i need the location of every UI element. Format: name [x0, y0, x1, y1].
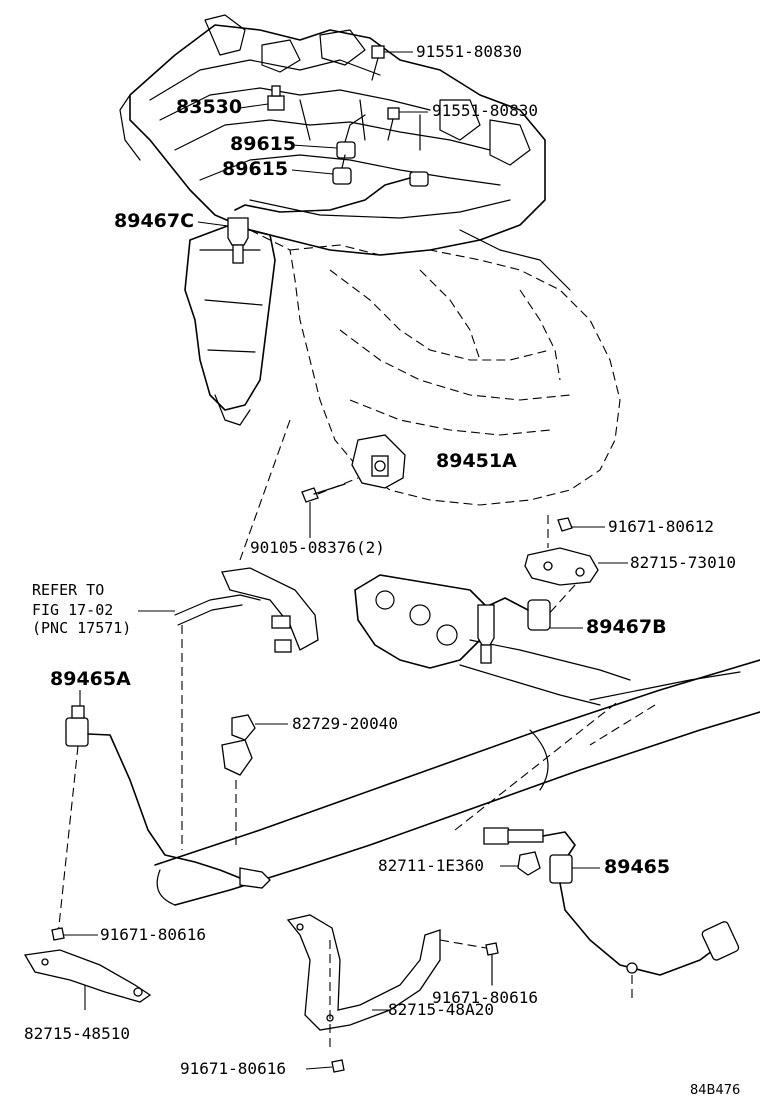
label-82729-20040: 82729-20040 — [292, 714, 398, 733]
label-90105-08376: 90105-08376(2) — [250, 538, 385, 557]
label-91671-80612: 91671-80612 — [608, 517, 714, 536]
label-82715-73010: 82715-73010 — [630, 553, 736, 572]
transaxle-drawing — [249, 229, 621, 506]
label-91671-80616-c: 91671-80616 — [180, 1059, 286, 1078]
bolt-91551-top — [371, 45, 385, 81]
label-91551-80830-mid: 91551-80830 — [432, 101, 538, 120]
leader-89467c — [197, 221, 229, 227]
label-89615-a: 89615 — [230, 133, 297, 155]
label-82715-48a20: 82715-48A20 — [388, 1000, 494, 1019]
clamp-82729 — [221, 714, 256, 776]
label-89465a: 89465A — [50, 668, 131, 690]
bracket-82715-48510 — [23, 949, 152, 1003]
label-89615-b: 89615 — [222, 158, 289, 180]
guide-91671-80616-b — [439, 939, 487, 949]
label-82711-1e360: 82711-1E360 — [378, 856, 484, 875]
refer-line-2: FIG 17-02 — [32, 601, 114, 619]
guide-cat-right — [589, 704, 656, 746]
guide-82715-73010 — [544, 584, 576, 619]
label-89465: 89465 — [604, 856, 671, 878]
label-91671-80616-a: 91671-80616 — [100, 925, 206, 944]
leader-83530 — [239, 103, 269, 109]
knock-sensor-89615-b — [332, 154, 352, 185]
label-89467c: 89467C — [114, 210, 195, 232]
engine-block-drawing — [119, 14, 571, 291]
guide-89465a — [57, 745, 79, 936]
oxygen-sensor-89465a — [65, 705, 271, 889]
leader-89615-a — [291, 144, 338, 149]
bolt-91551-mid — [387, 107, 400, 141]
bolt-91671-80616-c — [331, 1059, 345, 1073]
oil-pressure-switch-83530 — [267, 85, 285, 111]
air-fuel-sensor-89467b — [477, 597, 551, 664]
bolt-91671-80616-b — [485, 942, 499, 986]
bolt-91671-80612 — [557, 517, 573, 532]
guide-89465-pipe — [454, 699, 621, 831]
label-91671-80616-b: 91671-80616 — [432, 988, 538, 1007]
guide-engine-left — [239, 419, 291, 561]
label-89451a: 89451A — [436, 450, 517, 472]
leader-91671-80616-c — [305, 1066, 333, 1070]
bracket-82715-48a20 — [286, 914, 441, 1031]
refer-line-1: REFER TO — [32, 581, 105, 599]
bracket-refer — [174, 567, 319, 653]
bracket-82715-73010 — [524, 547, 599, 586]
clamp-82711 — [517, 851, 541, 876]
oxygen-sensor-89465 — [483, 827, 740, 976]
guide-90105 — [317, 477, 359, 495]
bolt-91671-80616-a — [51, 927, 65, 941]
label-83530: 83530 — [176, 96, 243, 118]
label-82715-48510: 82715-48510 — [24, 1024, 130, 1043]
knock-sensor-89615-a — [336, 114, 366, 159]
front-catalyst-drawing — [184, 224, 276, 426]
speed-sensor-89451a — [351, 434, 406, 489]
air-fuel-sensor-89467c — [227, 171, 429, 264]
label-89467b: 89467B — [586, 616, 667, 638]
illustration-code: 84B476 — [690, 1083, 741, 1098]
bolt-90105 — [301, 483, 346, 503]
label-91551-80830-top: 91551-80830 — [416, 42, 522, 61]
leader-89615-b — [291, 169, 334, 175]
refer-line-3: (PNC 17571) — [32, 619, 132, 637]
